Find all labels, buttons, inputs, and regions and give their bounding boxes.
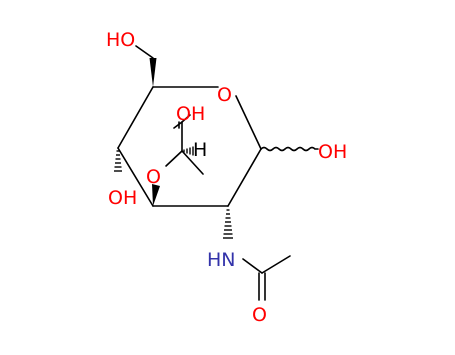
bond-c6-oh xyxy=(135,45,154,59)
bond-ca-methyl xyxy=(181,150,204,175)
acid-oh-label: OH xyxy=(176,103,205,125)
bond-carbonyl-c-methyl xyxy=(261,255,291,274)
bond-cooh-oh xyxy=(181,114,191,123)
ring-oxygen-label: O xyxy=(217,84,232,106)
c4-oh-label: OH xyxy=(108,187,137,209)
wedge-bond-c5-c6 xyxy=(149,58,157,87)
hashed-bond-c4-oh xyxy=(114,150,122,172)
wedge-bond-c3-o xyxy=(152,184,160,206)
bond-o-ca xyxy=(165,150,183,167)
bond-c4-c5 xyxy=(117,86,154,149)
stereo-h-label: H xyxy=(193,139,207,161)
hashed-bond-ca-h xyxy=(183,146,194,156)
bond-c3-c4 xyxy=(117,147,154,207)
bond-ring-o-c1 xyxy=(235,95,262,150)
bond-n-carbonyl-c xyxy=(242,258,263,274)
carbonyl-oxygen-label: O xyxy=(252,304,267,326)
wavy-bond-c1-oh xyxy=(260,146,319,152)
bond-c1-c2 xyxy=(227,148,262,207)
hashed-bond-c2-n xyxy=(223,209,233,239)
ether-oxygen-label: O xyxy=(146,166,161,188)
amide-nh-label: HN xyxy=(207,249,236,271)
anomeric-oh-label: OH xyxy=(318,141,347,163)
ch2oh-oh-label: HO xyxy=(106,29,135,51)
carboxyl-double-bond-b xyxy=(173,121,183,129)
